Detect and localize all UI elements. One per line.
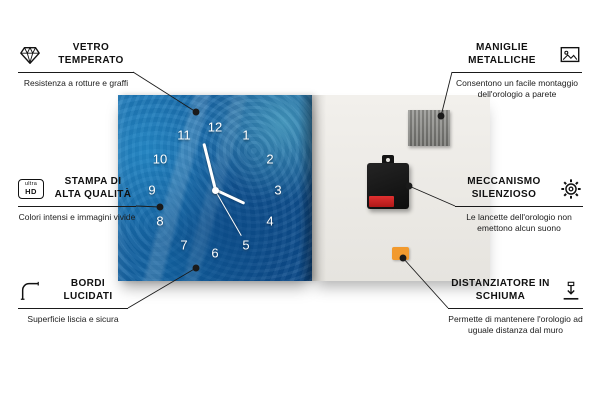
callout-title: Bordi lucidati xyxy=(63,278,113,302)
foam-spacer xyxy=(392,247,409,260)
battery xyxy=(369,196,394,207)
callout-desc: Permette di mantenere l'orologio ad ugua… xyxy=(448,314,583,336)
callout-title: Meccanismo silenzioso xyxy=(467,176,541,200)
ultra-hd-label-top: ultra xyxy=(24,181,38,187)
spacer-arrow-icon xyxy=(559,279,583,303)
callout-distanziatore-schiuma: Distanziatore in schiuma Permette di man… xyxy=(448,278,583,336)
callout-bordi-lucidati: Bordi lucidati Superficie liscia e sicur… xyxy=(18,278,128,325)
callout-desc: Superficie liscia e sicura xyxy=(27,314,119,324)
minute-hand xyxy=(202,143,217,191)
clock-number: 9 xyxy=(148,182,156,198)
callout-title: Maniglie metalliche xyxy=(468,42,536,66)
gear-icon xyxy=(559,177,583,201)
callout-head: ultra HD Stampa di alta qualità xyxy=(18,176,136,207)
clock-number: 5 xyxy=(242,237,250,253)
clock-number: 8 xyxy=(156,213,164,229)
ultra-hd-label-bottom: HD xyxy=(25,186,37,196)
callout-meccanismo-silenzioso: Meccanismo silenzioso Le lancette dell'o… xyxy=(455,176,583,234)
callout-vetro-temperato: Vetro temperato Resistenza a rotture e g… xyxy=(18,42,134,89)
callout-head: Maniglie metalliche xyxy=(452,42,582,73)
metal-mounting-plate xyxy=(408,110,450,146)
clock-center-cap xyxy=(211,186,219,194)
callout-title: Distanziatore in schiuma xyxy=(451,278,550,302)
hanging-hook xyxy=(382,155,394,165)
clock-number: 1 xyxy=(242,127,250,143)
clock-front-view: 12 1 2 3 4 5 6 7 8 9 10 11 xyxy=(118,95,312,281)
clock-number: 7 xyxy=(180,237,188,253)
clock-number: 2 xyxy=(266,151,274,167)
callout-desc: Resistenza a rotture e graffi xyxy=(23,78,129,88)
callout-head: Bordi lucidati xyxy=(18,278,128,309)
clock-number: 11 xyxy=(177,127,191,143)
ultra-hd-icon: ultra HD xyxy=(18,178,44,199)
clock-number: 4 xyxy=(266,213,274,229)
clock-number: 10 xyxy=(152,151,168,167)
callout-desc: Consentono un facile montaggio dell'orol… xyxy=(456,78,578,100)
callout-head: Distanziatore in schiuma xyxy=(448,278,583,309)
clock-number: 6 xyxy=(211,245,219,261)
clock-number: 12 xyxy=(207,119,223,135)
picture-frame-icon xyxy=(558,43,582,67)
callout-title: Vetro temperato xyxy=(58,42,124,66)
clock-mechanism xyxy=(367,163,409,209)
callout-desc: Colori intensi e immagini vivide xyxy=(18,212,136,222)
callout-stampa-alta-qualita: ultra HD Stampa di alta qualità Colori i… xyxy=(18,176,136,223)
clock-number: 3 xyxy=(274,182,282,198)
rounded-corner-icon xyxy=(18,279,42,303)
callout-maniglie-metalliche: Maniglie metalliche Consentono un facile… xyxy=(452,42,582,100)
callout-head: Vetro temperato xyxy=(18,42,134,73)
callout-title: Stampa di alta qualità xyxy=(54,176,132,200)
callout-head: Meccanismo silenzioso xyxy=(455,176,583,207)
clock-back-view xyxy=(312,95,490,281)
diamond-icon xyxy=(18,43,42,67)
callout-desc: Le lancette dell'orologio non emettono a… xyxy=(466,212,572,234)
